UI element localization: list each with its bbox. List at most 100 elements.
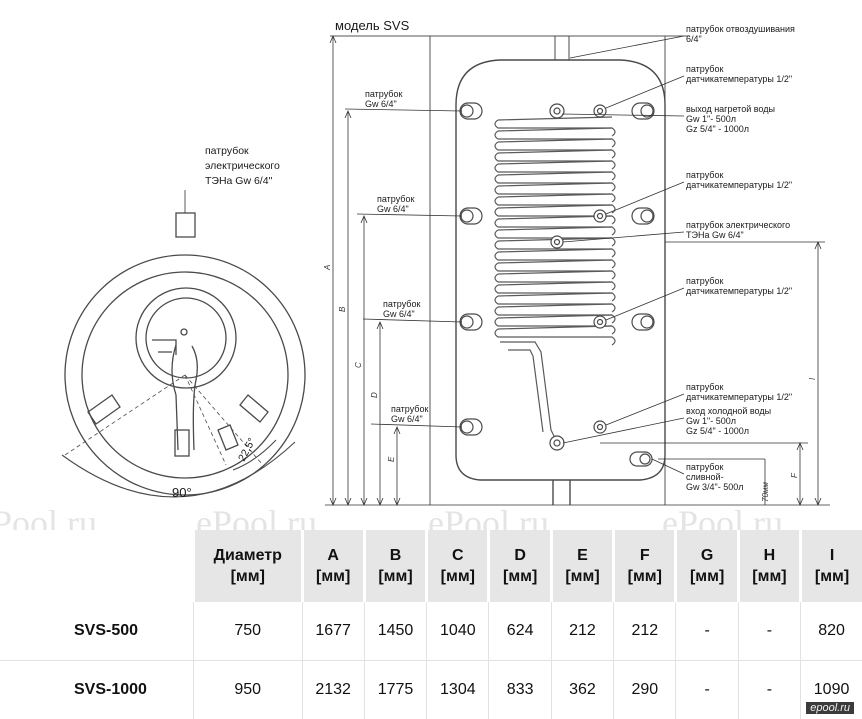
table-cell: 1040 <box>427 602 489 661</box>
heater-label-line-3: ТЭНа Gw 6/4" <box>205 175 273 187</box>
right-label-line: сливной- <box>686 472 724 482</box>
header-диаметр: Диаметр[мм] <box>193 530 302 602</box>
coil-return-pipe <box>500 342 556 440</box>
table-cell: 1304 <box>427 661 489 719</box>
table-cell: - <box>738 602 800 661</box>
header-unit: [мм] <box>553 566 612 587</box>
watermark: ePool.ru <box>196 503 317 530</box>
header-i: I[мм] <box>801 530 862 602</box>
leader-line <box>563 232 684 242</box>
header-label: F <box>615 545 674 566</box>
leader-line <box>570 36 684 58</box>
table-cell: 833 <box>489 661 551 719</box>
left-label-line: Gw 6/4" <box>391 414 423 424</box>
header-g: G[мм] <box>676 530 738 602</box>
header-label: E <box>553 545 612 566</box>
watermark: ePool.ru <box>428 503 549 530</box>
left-label-line: патрубок <box>365 89 402 99</box>
right-label-line: ТЭНа Gw 6/4" <box>686 230 744 240</box>
header-d: D[мм] <box>489 530 551 602</box>
table-cell: 212 <box>614 602 676 661</box>
header-unit: [мм] <box>677 566 736 587</box>
table-header-row: Диаметр[мм]A[мм]B[мм]C[мм]D[мм]E[мм]F[мм… <box>0 530 862 602</box>
header-label: I <box>802 545 862 566</box>
right-nozzles <box>632 103 654 330</box>
nozzle-opening <box>461 421 473 433</box>
right-label-line: датчикатемпературы 1/2" <box>686 286 792 296</box>
right-label-line: патрубок электрического <box>686 220 790 230</box>
nozzle-opening <box>641 210 653 222</box>
header-label: Диаметр <box>195 545 301 566</box>
table-cell: 624 <box>489 602 551 661</box>
table-cell: 1677 <box>302 602 364 661</box>
leader-line <box>345 109 462 111</box>
right-label-line: выход нагретой воды <box>686 104 775 114</box>
model-name-cell: SVS-1000 <box>0 661 193 719</box>
table-cell: 820 <box>801 602 862 661</box>
right-label-line: патрубок <box>686 382 723 392</box>
right-label-line: Gz 5/4" - 1000л <box>686 426 749 436</box>
right-label-line: Gz 5/4" - 1000л <box>686 124 749 134</box>
nozzle-opening <box>461 210 473 222</box>
right-label-line: датчикатемпературы 1/2" <box>686 74 792 84</box>
header-h: H[мм] <box>738 530 800 602</box>
header-c: C[мм] <box>427 530 489 602</box>
table-cell: - <box>676 602 738 661</box>
right-label-line: патрубок <box>686 64 723 74</box>
header-unit: [мм] <box>490 566 549 587</box>
left-nozzles <box>460 103 482 435</box>
dimension-letter: E <box>387 456 396 462</box>
watermark: ePool.ru <box>662 503 783 530</box>
header-unit: [мм] <box>740 566 799 587</box>
right-label-line: Gw 3/4"- 500л <box>686 482 743 492</box>
table-cell: - <box>676 661 738 719</box>
header-unit: [мм] <box>802 566 862 587</box>
header-label: D <box>490 545 549 566</box>
header-a: A[мм] <box>302 530 364 602</box>
nozzle-opening <box>461 316 473 328</box>
leader-line <box>357 214 462 216</box>
dimension-letter: I <box>808 377 817 380</box>
left-label-line: Gw 6/4" <box>383 309 415 319</box>
right-label-line: патрубок отвоздушивания <box>686 24 795 34</box>
dimension-letter: A <box>323 265 332 271</box>
table-cell: 750 <box>193 602 302 661</box>
header-unit: [мм] <box>428 566 487 587</box>
table-cell: - <box>738 661 800 719</box>
drain-nozzle <box>630 452 652 466</box>
right-label-line: вход холодной воды <box>686 406 771 416</box>
table-cell: 362 <box>551 661 613 719</box>
dimension-letter: D <box>370 392 379 398</box>
leader-line <box>363 319 462 322</box>
right-label-line: патрубок <box>686 462 723 472</box>
angle-label-large: 90° <box>172 485 192 500</box>
left-label-line: патрубок <box>377 194 414 204</box>
left-label-line: Gw 6/4" <box>365 99 397 109</box>
leader-line <box>563 418 684 443</box>
right-label-line: Gw 1"- 500л <box>686 114 736 124</box>
right-label-line: датчикатемпературы 1/2" <box>686 180 792 190</box>
corner-logo: epool.ru <box>806 702 854 714</box>
dimension-letter: F <box>790 472 799 478</box>
header-unit: [мм] <box>304 566 363 587</box>
header-label: B <box>366 545 425 566</box>
header-unit: [мм] <box>195 566 301 587</box>
nozzle-opening <box>461 105 473 117</box>
left-label-line: патрубок <box>383 299 420 309</box>
header-model <box>0 530 193 602</box>
table-cell: 1450 <box>364 602 426 661</box>
heat-exchanger-coil <box>495 117 615 345</box>
watermark: Pool.ru <box>0 503 97 530</box>
dim-70mm-label: 70мм <box>761 482 770 502</box>
header-e: E[мм] <box>551 530 613 602</box>
right-label-line: патрубок <box>686 276 723 286</box>
header-label: G <box>677 545 736 566</box>
technical-drawing: Pool.ruePool.ruePool.ruePool.ruePool.ru … <box>0 0 862 530</box>
header-label: A <box>304 545 363 566</box>
top-view <box>62 213 305 497</box>
nozzle-opening <box>641 316 653 328</box>
sensor-ports <box>550 104 606 450</box>
